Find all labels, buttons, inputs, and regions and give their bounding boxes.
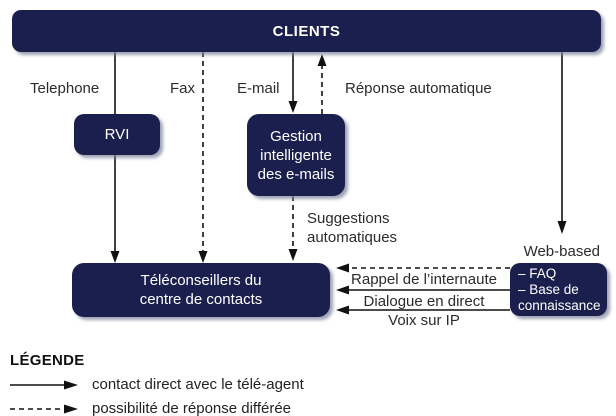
clients-label: CLIENTS bbox=[272, 22, 341, 40]
voip-label: Voix sur IP bbox=[388, 312, 460, 329]
contact-center-agents-label: Téléconseillers du centre de contacts bbox=[139, 272, 263, 308]
clients-box: CLIENTS bbox=[12, 10, 601, 52]
solid-arrow-icon bbox=[10, 380, 78, 389]
rvi-box: RVI bbox=[74, 114, 160, 155]
legend-title: LÉGENDE bbox=[10, 352, 85, 369]
legend-row-dashed: possibilité de réponse différée bbox=[10, 400, 304, 416]
dialogue-label: Dialogue en direct bbox=[363, 293, 485, 310]
suggestions-label: Suggestions automatiques bbox=[307, 210, 398, 246]
rappel-label: Rappel de l’internaute bbox=[351, 271, 497, 288]
contact-center-agents-box: Téléconseillers du centre de contacts bbox=[72, 263, 330, 317]
legend-dashed-text: possibilité de réponse différée bbox=[92, 400, 292, 416]
web-based-title: Web-based bbox=[523, 243, 600, 260]
email-management-box: Gestion intelligente des e-mails bbox=[247, 114, 345, 196]
fax-label: Fax bbox=[170, 80, 196, 97]
web-based-box: – FAQ – Base de connaissance bbox=[510, 263, 607, 316]
web-based-items: – FAQ – Base de connaissance bbox=[518, 265, 601, 313]
auto-reply-label: Réponse automatique bbox=[345, 80, 492, 97]
dashed-arrow-icon bbox=[10, 404, 78, 413]
email-management-label: Gestion intelligente des e-mails bbox=[257, 127, 335, 183]
email-label: E-mail bbox=[237, 80, 280, 97]
rvi-label: RVI bbox=[104, 126, 130, 143]
legend-row-solid: contact direct avec le télé-agent bbox=[10, 376, 304, 393]
telephone-label: Telephone bbox=[30, 80, 100, 97]
legend: LÉGENDE contact direct avec le télé-agen… bbox=[10, 352, 304, 416]
legend-solid-text: contact direct avec le télé-agent bbox=[92, 376, 304, 393]
